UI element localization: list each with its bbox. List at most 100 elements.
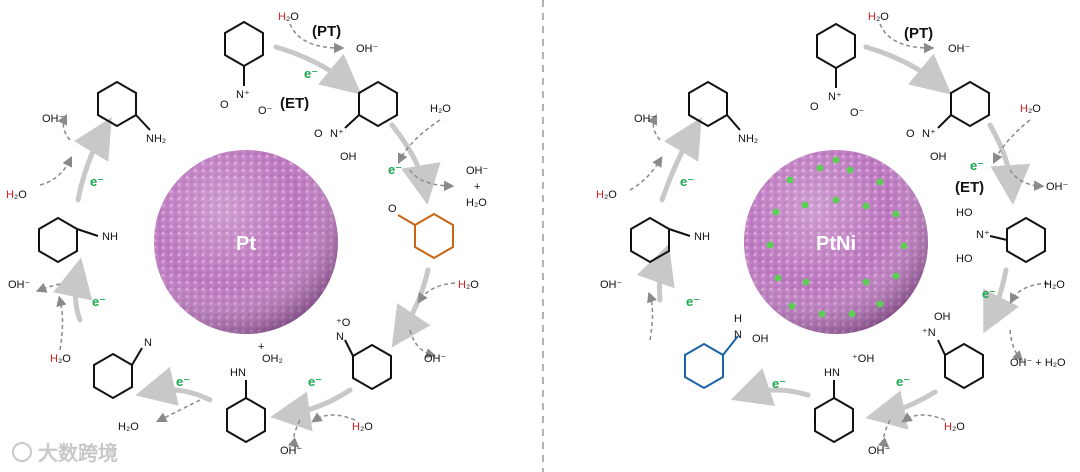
nitro-n-r: N⁺ [828, 91, 842, 103]
electron-6: e⁻ [90, 174, 104, 189]
hn-label: HN [230, 367, 246, 379]
imine-ring-r [630, 216, 670, 264]
water-2b: H₂O [466, 197, 487, 209]
ni-dopant-dots [766, 156, 908, 318]
hydroxide-2-r: OH⁻ [1046, 181, 1069, 193]
n-oh-ho-ring-r [1006, 216, 1046, 264]
phenylhydroxylamine-h: H [734, 313, 742, 325]
nitroso-o: O [388, 203, 397, 215]
electron-2-r: e⁻ [970, 158, 984, 173]
nitro-n: N⁺ [236, 89, 250, 101]
nitrene-ring [93, 352, 133, 400]
hydroxide-6-r: OH⁻ [634, 113, 657, 125]
water-4-r: H₂O [944, 421, 965, 433]
watermark-text: 大数跨境 [38, 441, 118, 465]
nitro-oh-o-r: O [906, 128, 915, 140]
left-labels: (PT) (ET) H₂O OH⁻ e⁻ N⁺ O O⁻ H₂O O N⁺ OH… [6, 11, 489, 457]
plus-oh2: + [258, 341, 264, 353]
aniline-nh2: NH₂ [146, 133, 166, 145]
nitrosobenzene-ring [414, 212, 454, 260]
water-5: H₂O [118, 421, 139, 433]
ptni-nanoparticle: PtNi [744, 150, 928, 334]
electron-5: e⁻ [92, 294, 106, 309]
n-oh-plus-ring-r [944, 342, 984, 390]
electron-3: e⁻ [308, 374, 322, 389]
imine-ring [38, 216, 78, 264]
et-step-label: (ET) [280, 95, 309, 112]
water-3-r: H₂O [1044, 279, 1065, 291]
left-panel: Pt [6, 11, 489, 457]
nitro-o-left: O [220, 99, 229, 111]
hydroxide-2: OH⁻ [466, 165, 489, 177]
electron-4: e⁻ [176, 374, 190, 389]
hn-oh-r: HN [824, 367, 840, 379]
hydroxide-5: OH⁻ [8, 279, 31, 291]
n-oh-top-r: OH [934, 311, 951, 323]
ho-top-r: HO [956, 207, 973, 219]
water-2-r: H₂O [1020, 103, 1041, 115]
n-plus-r: N⁺ [976, 229, 990, 241]
pt-label: Pt [236, 233, 256, 255]
hn-oh-ring-r [814, 396, 854, 444]
left-molecules [38, 20, 454, 444]
hydroxide-5-r: OH⁻ [600, 279, 623, 291]
electron-5-r: e⁻ [772, 376, 786, 391]
nitro-o-right: O⁻ [258, 105, 273, 117]
hydroxide-top: OH⁻ [356, 43, 379, 55]
electron-7-r: e⁻ [680, 174, 694, 189]
right-dashed-arrows [629, 23, 1049, 448]
right-molecules [630, 22, 1046, 444]
phenylhydroxylamine-ring [684, 342, 724, 390]
oh-plus-water-r: OH⁻ + H₂O [1010, 357, 1066, 369]
water-6: H₂O [50, 353, 71, 365]
hydroxide-6: OH⁻ [42, 113, 65, 125]
ptni-label: PtNi [816, 233, 856, 255]
aniline-ring-r [688, 80, 728, 128]
nitro-oh-n: N⁺ [330, 128, 344, 140]
et-step-label-r: (ET) [955, 179, 984, 196]
right-panel: PtNi [596, 11, 1069, 457]
electron-2: e⁻ [388, 162, 402, 177]
water-top: H₂O [278, 11, 299, 23]
nitroso-h-ring [352, 343, 392, 391]
nitroso-h-o: ⁺O [336, 317, 351, 329]
plus-2: + [474, 181, 480, 193]
pt-nanoparticle: Pt [154, 150, 338, 334]
n-plus-2-r: ⁺N [922, 327, 936, 339]
phenylhydroxylamine-n: N [734, 329, 742, 341]
watermark: 大数跨境 [12, 441, 118, 465]
watermark-logo-icon [12, 442, 32, 462]
nitro-oh-oh-r: OH [930, 151, 947, 163]
nitro-o-left-r: O [810, 101, 819, 113]
nitrene-n: N [144, 337, 152, 349]
hydroxide-4: OH⁻ [280, 445, 303, 457]
right-labels: (PT) (ET) H₂O OH⁻ N⁺ O O⁻ H₂O O N⁺ OH e⁻… [596, 11, 1069, 457]
right-cycle-arrows [636, 44, 1031, 430]
left-cycle-arrows [53, 44, 441, 432]
aniline-nh2-r: NH₂ [738, 133, 758, 145]
hydroxide-top-r: OH⁻ [948, 43, 971, 55]
left-dashed-arrows [35, 23, 456, 448]
phenylhydroxylamine-oh: OH [752, 333, 769, 345]
pt-step-label: (PT) [312, 23, 341, 40]
nitrobenzene-ring [224, 20, 264, 68]
imine-nh: NH [102, 231, 118, 243]
water-7: H₂O [6, 189, 27, 201]
nitroso-h-n: N [336, 331, 344, 343]
nitro-oh-oh: OH [340, 151, 357, 163]
hydroxide-4-r: OH⁻ [868, 445, 891, 457]
nitro-oh-n-r: N⁺ [922, 128, 936, 140]
pt-step-label-r: (PT) [904, 25, 933, 42]
aniline-ring [97, 80, 137, 128]
water-7-r: H₂O [596, 189, 617, 201]
electron-4-r: e⁻ [896, 374, 910, 389]
imine-nh-r: NH [694, 231, 710, 243]
electron-3-r: e⁻ [982, 286, 996, 301]
oh2-label: OH₂ [262, 353, 283, 365]
nitro-oh-ring [358, 80, 398, 128]
hn-oh2-ring [226, 396, 266, 444]
nitro-oh-ring-r [950, 80, 990, 128]
nitro-o-right-r: O⁻ [850, 107, 865, 119]
nitro-oh-o: O [314, 128, 323, 140]
